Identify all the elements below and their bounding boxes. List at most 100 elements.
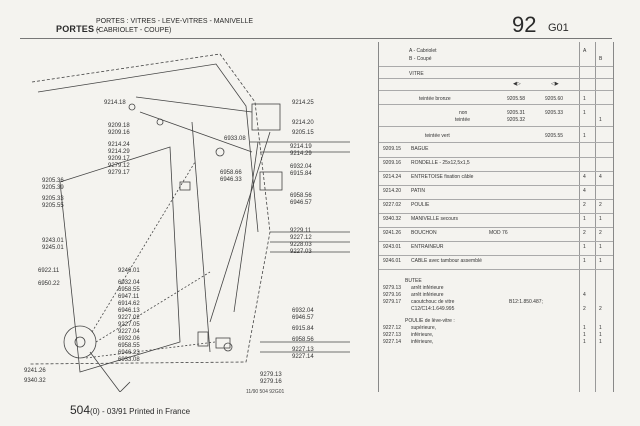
part-qty-a: 4 [583, 174, 586, 180]
slider-plate [259, 171, 283, 191]
vitre-ref-right: 9205.60 [545, 96, 564, 102]
poulie-qty-a: 1 [583, 339, 586, 345]
part-qty-a: 1 [583, 216, 586, 222]
vitre-heading: VITRE [409, 71, 424, 77]
callout: 9214.20 [292, 120, 314, 126]
col-b-header: B [599, 56, 603, 62]
callout: 9227.13 [292, 347, 314, 353]
part-desc: BAGUE [411, 146, 429, 152]
callout: 6932.04 [290, 164, 312, 170]
callout: 9209.18 [108, 123, 130, 129]
row-divider [379, 78, 613, 79]
callout: 9209.17 [108, 156, 130, 162]
callout: 9227.12 [290, 235, 312, 241]
poulie-ref: 9227.12 [383, 325, 402, 331]
part-ref: 9227.02 [383, 202, 402, 208]
header-rule [20, 38, 612, 39]
washer-part [128, 103, 136, 111]
vitre-ref-left: 9205.32 [507, 117, 526, 123]
parts-table: A - Cabriolet B - Coupé A B VITRE ◀▷ ◁▶ … [378, 42, 614, 392]
callout: 6922.11 [38, 268, 60, 274]
callout: 9340.32 [24, 378, 46, 384]
part-desc: PATIN [411, 188, 425, 194]
row-divider [379, 104, 613, 105]
callout: 9214.29 [290, 151, 312, 157]
line-number-strip [352, 42, 372, 394]
part-desc: CABLE avec tambour assemblé [411, 258, 482, 264]
callout: 6958.66 [220, 170, 242, 176]
butee-desc-extra: B12:1.850.487; [509, 299, 543, 305]
part-desc: RONDELLE - 25x12,5x1,5 [411, 160, 470, 166]
poulie-qty-a: 1 [583, 332, 586, 338]
page-code: G01 [548, 22, 569, 34]
callout: 6958.56 [290, 193, 312, 199]
row-divider [379, 171, 613, 172]
callout: 9205.33 [42, 196, 64, 202]
vitre-ref-right: 9205.55 [545, 133, 564, 139]
callout: 9214.18 [104, 100, 126, 106]
page-title-line2: (CABRIOLET - COUPE) [96, 27, 172, 34]
row-divider [379, 255, 613, 256]
vitre-qty-b: 1 [599, 117, 602, 123]
part-qty-b: 4 [599, 174, 602, 180]
col-b-divider [595, 42, 596, 392]
butee-qty-a: 2 [583, 306, 586, 312]
callout-labels: 9214.18 9214.25 9214.20 9209.18 9209.16 … [24, 100, 314, 385]
callout: 9228.03 [290, 242, 312, 248]
row-divider [379, 142, 613, 143]
part-qty-b: 1 [599, 244, 602, 250]
page-title-line1: PORTES : VITRES - LEVE-VITRES - MANIVELL… [96, 18, 254, 25]
legend-cabriolet: A - Cabriolet [409, 48, 437, 54]
drive-part [215, 337, 231, 349]
callout: 9214.19 [290, 144, 312, 150]
stopper-part [179, 181, 191, 191]
part-qty-b: 2 [599, 230, 602, 236]
vitre-ref-left: 9205.58 [507, 96, 526, 102]
part-qty-b: 1 [599, 216, 602, 222]
vitre-qty-a: 1 [583, 96, 586, 102]
vitre-label: teintée bronze [419, 96, 451, 102]
callout: 6946.33 [220, 177, 242, 183]
callout: 6933.08 [118, 357, 140, 363]
callout: 6946.23 [118, 350, 140, 356]
poulie-qty-b: 1 [599, 325, 602, 331]
vitre-label: teintée [455, 117, 471, 123]
part-ref: 9340.32 [383, 216, 402, 222]
cap-part [197, 331, 209, 347]
regulator-rail-left [191, 121, 211, 353]
spacer-part [156, 118, 164, 126]
callout: 9205.39 [42, 185, 64, 191]
callout: 9279.13 [260, 372, 282, 378]
vitre-ref-right: 9205.33 [545, 110, 564, 116]
row-divider [379, 126, 613, 127]
callout: 6946.57 [290, 200, 312, 206]
drawing-reference: 11/90 504 92G01 [246, 389, 285, 395]
row-divider [379, 157, 613, 158]
row-divider [379, 213, 613, 214]
callout: 9243.01 [42, 238, 64, 244]
part-qty-a: 1 [583, 258, 586, 264]
part-ref: 9214.20 [383, 188, 402, 194]
top-bracket [251, 103, 281, 131]
poulie-heading: POULIE de lève-vitre : [405, 318, 455, 324]
diagram-svg: 9214.18 9214.25 9214.20 9209.18 9209.16 … [24, 53, 350, 392]
part-qty-a: 4 [583, 188, 586, 194]
part-ref: 9209.15 [383, 146, 402, 152]
butee-heading: BUTEE [405, 278, 422, 284]
footer-number: 504 [70, 403, 91, 417]
part-qty-b: 1 [599, 258, 602, 264]
cable-run-1 [91, 161, 196, 333]
leader-1 [135, 96, 253, 113]
callout: 9227.05 [118, 322, 140, 328]
lift-arm-1 [139, 111, 253, 153]
part-desc: ENTRAINEUR [411, 244, 444, 250]
vitre-qty-a: 1 [583, 133, 586, 139]
poulie-desc: inférieure, [411, 332, 434, 338]
door-frame [59, 146, 181, 373]
butee-desc: caoutchouc de vitre [411, 299, 455, 305]
part-ref: 9214.24 [383, 174, 402, 180]
part-desc: BOUCHON [411, 230, 437, 236]
row-divider [379, 241, 613, 242]
poulie-desc: inférieure, [411, 339, 434, 345]
